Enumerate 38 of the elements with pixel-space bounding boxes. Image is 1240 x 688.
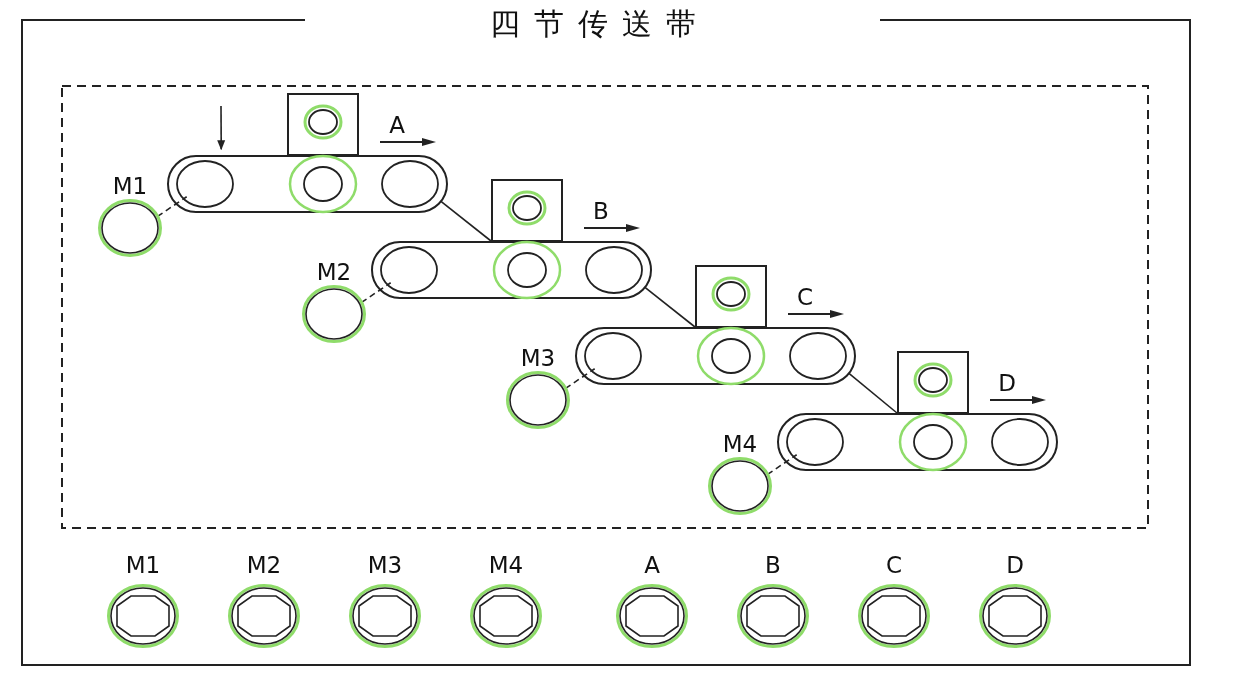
motor-circle (708, 457, 772, 515)
sensor-box (491, 179, 563, 241)
lamp-label: M2 (246, 553, 282, 577)
motor-circle (506, 371, 570, 429)
conveyor-belt (575, 327, 856, 385)
lamp-label: M1 (125, 553, 161, 577)
title: 四节传送带 (489, 5, 711, 43)
motor-circle (302, 285, 366, 343)
lamp-label: D (1006, 553, 1024, 577)
lamp-label: M4 (488, 553, 524, 577)
indicator-lamp (107, 584, 179, 648)
indicator-lamp (616, 584, 688, 648)
motor-label: M3 (520, 346, 556, 370)
conveyor-belt (777, 413, 1058, 471)
motor-label: M4 (722, 432, 758, 456)
motor-label: M1 (112, 174, 148, 198)
lamp-label: M3 (367, 553, 403, 577)
sensor-label: A (389, 113, 405, 137)
sensor-box (897, 351, 969, 413)
lamp-label: C (885, 553, 903, 577)
sensor-label: B (593, 199, 609, 223)
indicator-lamp (737, 584, 809, 648)
motor-circle (98, 199, 162, 257)
arrow (217, 105, 226, 151)
lamp-label: B (765, 553, 781, 577)
indicator-lamp (228, 584, 300, 648)
sensor-box (287, 93, 359, 155)
indicator-lamp (349, 584, 421, 648)
lamp-label: A (644, 553, 660, 577)
sensor-label: D (998, 371, 1016, 395)
indicator-lamp (470, 584, 542, 648)
sensor-label: C (796, 285, 814, 309)
sensor-box (695, 265, 767, 327)
motor-label: M2 (316, 260, 352, 284)
indicator-lamp (979, 584, 1051, 648)
indicator-lamp (858, 584, 930, 648)
conveyor-belt (371, 241, 652, 299)
conveyor-belt (167, 155, 448, 213)
